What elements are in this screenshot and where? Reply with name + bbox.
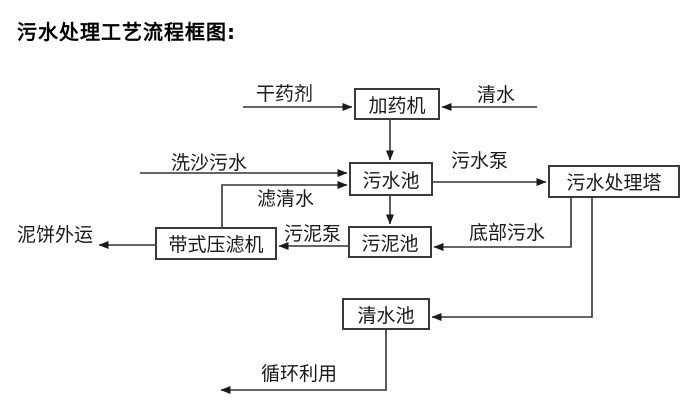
label-dry-chemical: 干药剂 [256,83,314,105]
label-sand-washing-sewage: 洗沙污水 [171,152,248,174]
arrow-tower-to-clean-water-pool [431,198,593,321]
node-clean-water-pool: 清水池 [342,298,430,330]
label-bottom-sewage: 底部污水 [469,222,546,244]
node-sewage-treatment-tower: 污水处理塔 [548,165,680,198]
label-sludge-pump: 污泥泵 [284,223,342,245]
label-clean-water: 清水 [477,84,516,106]
node-dosing-machine: 加药机 [354,88,440,120]
label-sewage-pump: 污水泵 [451,150,509,172]
label-mud-cake-out: 泥饼外运 [17,224,94,246]
node-sludge-pool: 污泥池 [348,226,432,258]
page-title: 污水处理工艺流程框图: [17,20,236,44]
label-recycle-use: 循环利用 [261,363,338,385]
arrow-filtered-water-press-to-sewage-pool [221,181,348,227]
arrow-bottom-sewage-tower-to-sludge-pool [433,198,572,251]
label-filtered-water: 滤清水 [257,188,315,210]
node-belt-filter-press: 带式压滤机 [155,227,277,260]
arrow-clean-water-pool-to-recycle [220,330,387,394]
node-sewage-pool: 污水池 [349,162,433,196]
